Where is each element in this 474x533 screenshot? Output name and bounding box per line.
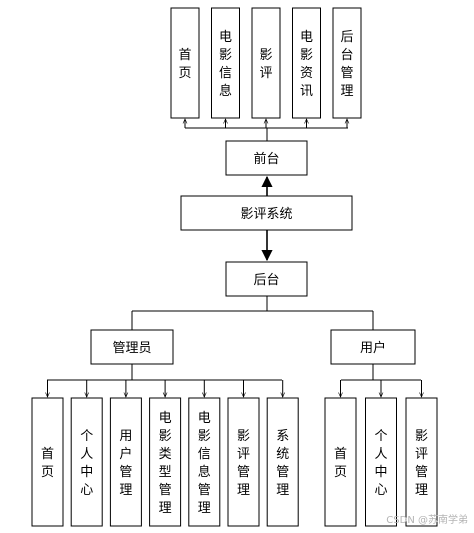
user-box bbox=[330, 329, 416, 365]
frontend-module-label-0: 首页 bbox=[178, 48, 191, 81]
watermark: CSDN @苏南学弟 bbox=[386, 515, 468, 526]
admin-module-box-0 bbox=[31, 397, 64, 527]
user-module-label-0: 首页 bbox=[334, 447, 347, 480]
user-module-box-1 bbox=[365, 397, 397, 527]
user-module-label-2: 影评管理 bbox=[415, 429, 428, 498]
frontend-module-box-4 bbox=[332, 7, 362, 119]
frontend-module-box-1 bbox=[211, 7, 240, 119]
admin-module-box-2 bbox=[109, 397, 142, 527]
system-label: 影评系统 bbox=[240, 207, 292, 222]
admin-label: 管理员 bbox=[112, 341, 151, 356]
frontend-module-label-1: 电影信息 bbox=[219, 30, 232, 99]
frontend-module-box-0 bbox=[170, 7, 200, 119]
admin-module-label-1: 个人中心 bbox=[80, 429, 93, 498]
admin-module-label-3: 电影类型管理 bbox=[159, 411, 172, 516]
user-label: 用户 bbox=[360, 340, 386, 356]
admin-modules: 首页 个人中心 用户管理 电影类型管理 电影信息管理 影评管理 系统管理 bbox=[31, 380, 299, 527]
user-modules: 首页 个人中心 影评管理 bbox=[324, 380, 438, 527]
admin-module-label-6: 系统管理 bbox=[276, 429, 289, 498]
frontend-connectors bbox=[185, 127, 348, 141]
admin-module-box-4 bbox=[188, 397, 221, 527]
backend-connectors bbox=[131, 296, 374, 330]
frontend-module-label-2: 影评 bbox=[259, 48, 272, 81]
frontend-label: 前台 bbox=[253, 151, 279, 167]
admin-module-label-5: 影评管理 bbox=[237, 429, 250, 498]
admin-module-label-0: 首页 bbox=[41, 447, 54, 480]
user-connectors bbox=[341, 364, 421, 381]
user-module-box-2 bbox=[405, 397, 438, 527]
frontend-box bbox=[225, 140, 308, 176]
user-module-box-0 bbox=[324, 397, 357, 527]
backend-label: 后台 bbox=[253, 273, 279, 288]
frontend-module-box-2 bbox=[251, 7, 281, 119]
user-module-label-1: 个人中心 bbox=[374, 429, 387, 498]
admin-module-box-6 bbox=[266, 397, 299, 527]
frontend-module-box-3 bbox=[292, 7, 321, 119]
system-box bbox=[180, 195, 353, 231]
frontend-module-label-3: 电影资讯 bbox=[300, 30, 313, 99]
admin-module-label-2: 用户管理 bbox=[119, 429, 132, 498]
admin-module-box-5 bbox=[227, 397, 260, 527]
admin-module-label-4: 电影信息管理 bbox=[198, 411, 211, 516]
admin-module-box-1 bbox=[70, 397, 103, 527]
backend-box bbox=[225, 261, 308, 297]
admin-connectors bbox=[47, 364, 282, 381]
admin-module-box-3 bbox=[149, 397, 182, 527]
frontend-modules: 首页 电影信息 影评 电影资讯 后台管理 bbox=[170, 7, 362, 128]
admin-box bbox=[90, 329, 174, 365]
frontend-module-label-4: 后台管理 bbox=[340, 30, 353, 99]
